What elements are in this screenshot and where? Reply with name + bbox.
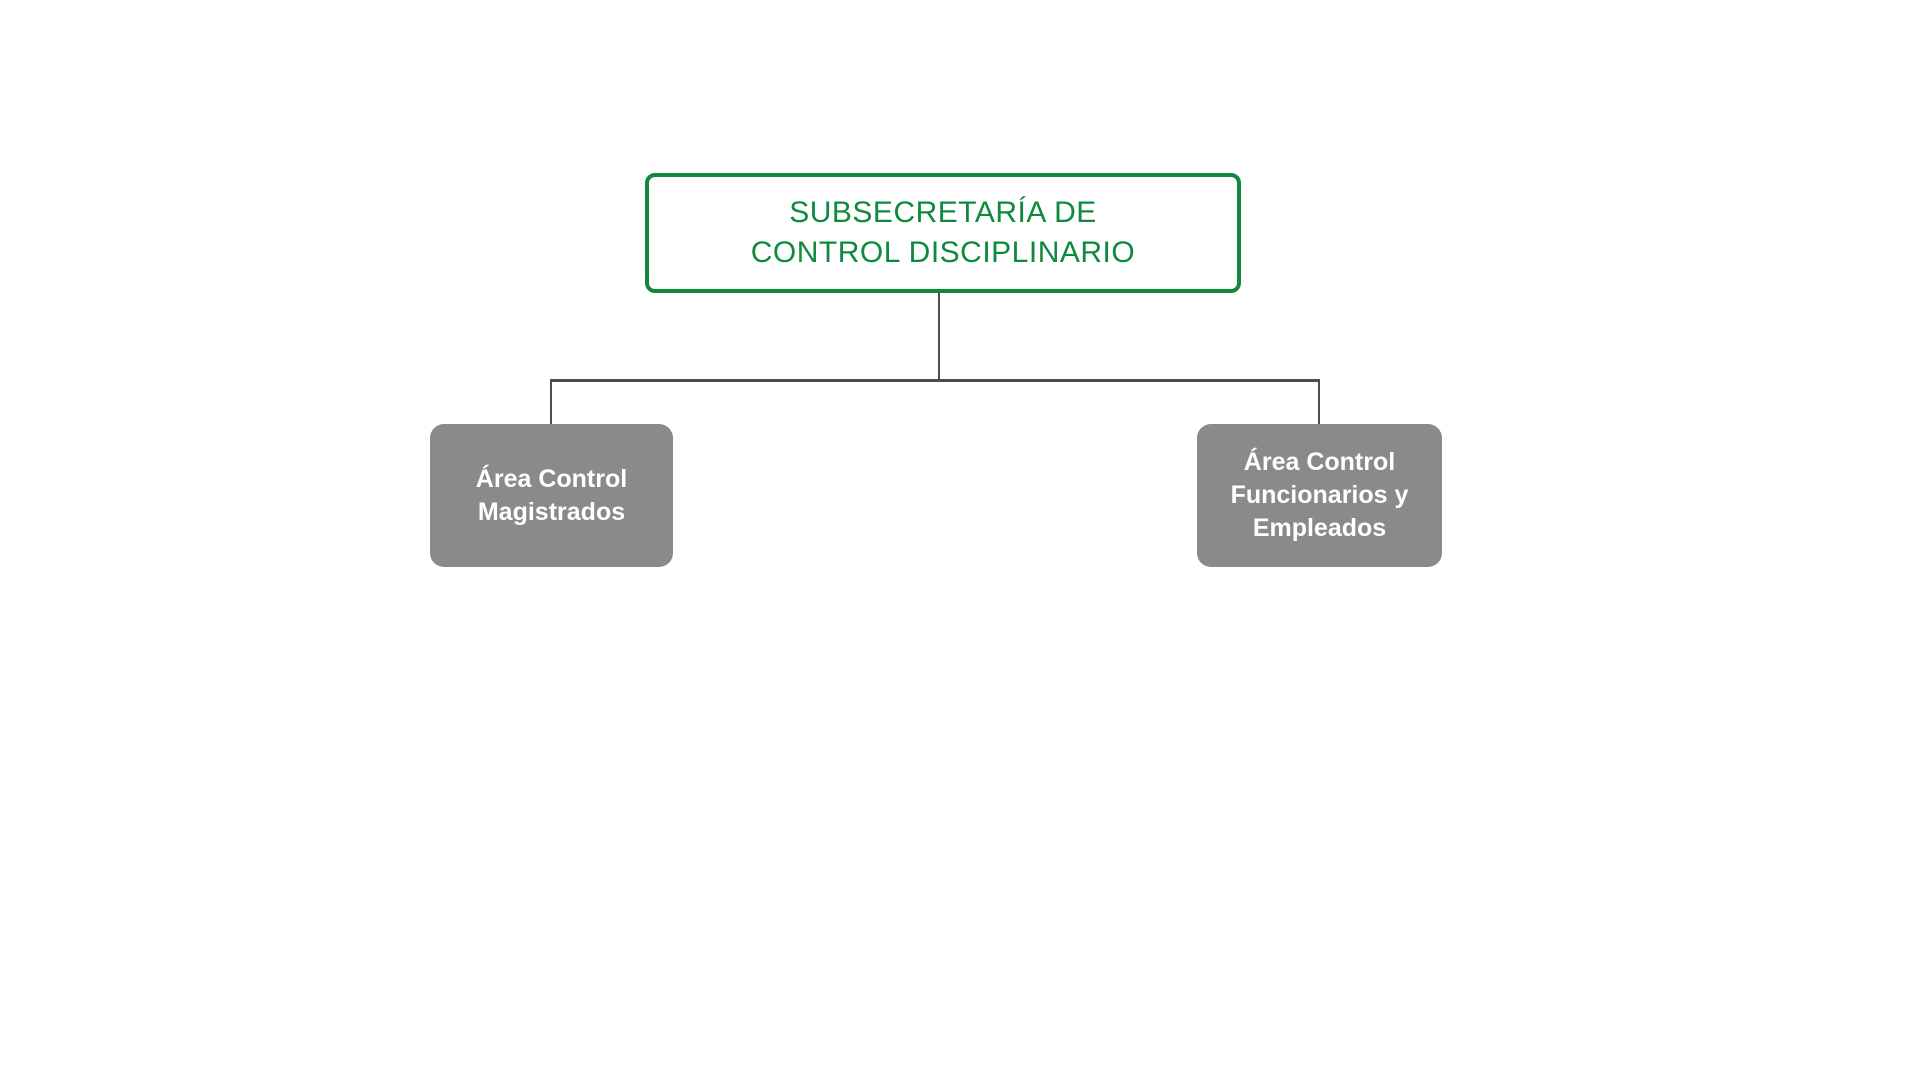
org-node-right-label-line1: Área Control	[1243, 448, 1396, 476]
org-node-area-control-magistrados: Área Control Magistrados	[430, 424, 673, 567]
org-node-left-label-line1: Área Control	[475, 464, 628, 493]
org-node-right-label-line3: Empleados	[1252, 514, 1387, 542]
org-node-right-label-line2: Funcionarios y	[1230, 481, 1409, 509]
org-node-root-label-line2: CONTROL DISCIPLINARIO	[750, 236, 1136, 269]
org-node-root-label-line1: SUBSECRETARÍA DE	[789, 196, 1097, 229]
connector-right-drop	[1318, 379, 1320, 425]
connector-left-drop	[550, 379, 552, 425]
org-node-area-control-funcionarios-empleados: Área Control Funcionarios y Empleados	[1197, 424, 1442, 567]
connector-root-stub	[938, 293, 940, 380]
connector-horizontal-line	[551, 379, 1320, 382]
org-node-left-label-line2: Magistrados	[477, 497, 626, 526]
org-node-subsecretaria-control-disciplinario: SUBSECRETARÍA DE CONTROL DISCIPLINARIO	[645, 173, 1241, 293]
